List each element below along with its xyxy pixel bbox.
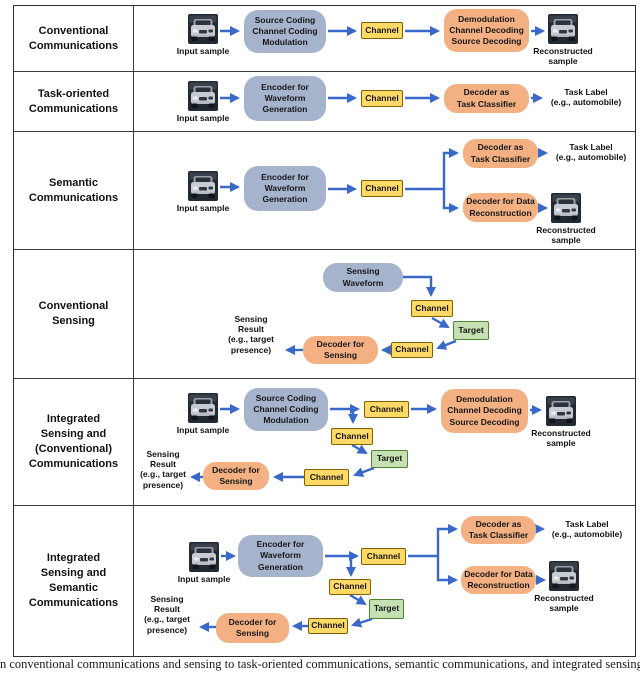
reconstructed-sample-label: Reconstructed sample [534,593,594,614]
row-title: Integrated Sensing and (Conventional) Co… [14,379,134,505]
channel-box: Channel [361,90,403,107]
sensing-result-text: Sensing Result (e.g., target presence) [140,449,186,490]
encoder-box: Encoder for Waveform Generation [238,535,323,577]
decoder-sensing-box: Decoder for Sensing [216,613,289,643]
target-box: Target [453,321,489,340]
input-sample-label: Input sample [176,46,230,56]
row-diagram: Sensing Waveform Channel Target Channel … [134,250,635,378]
row-title: Semantic Communications [14,132,134,249]
reconstructed-sample-label: Reconstructed sample [533,46,593,67]
decoder-task-classifier-box: Decoder as Task Classifier [463,139,538,168]
reconstructed-sample-label: Reconstructed sample [531,428,591,449]
demodulation-box: Demodulation Channel Decoding Source Dec… [441,389,528,433]
decoder-data-reconstruction-box: Decoder for Data Reconstruction [463,193,538,222]
sensing-result-text: Sensing Result (e.g., target presence) [144,594,190,635]
flow-arrows [284,275,457,356]
input-sample-label: Input sample [177,574,231,584]
channel-box: Channel [329,579,371,595]
reconstructed-sample-icon [546,396,576,426]
flow-arrows [220,147,549,214]
input-sample-label: Input sample [176,425,230,435]
channel-box: Channel [361,22,403,39]
figure-caption: n conventional communications and sensin… [0,657,640,671]
channel-box: Channel [364,401,409,418]
reconstructed-sample-icon [549,561,579,591]
row-title: Task-oriented Communications [14,72,134,131]
row-diagram: Input sample Source Coding Channel Codin… [134,379,635,505]
row-title: Integrated Sensing and Semantic Communic… [14,506,134,656]
decoder-sensing-box: Decoder for Sensing [203,462,269,490]
channel-box: Channel [361,548,406,565]
demodulation-box: Demodulation Channel Decoding Source Dec… [444,9,529,52]
encoder-box: Encoder for Waveform Generation [244,166,326,211]
row-task-oriented-communications: Task-oriented Communications Input sampl… [14,72,635,132]
reconstructed-sample-icon [551,193,581,223]
channel-box: Channel [411,300,453,317]
row-diagram: Input sample Encoder for Waveform Genera… [134,132,635,249]
encoder-box: Encoder for Waveform Generation [244,76,326,121]
decoder-task-classifier-box: Decoder as Task Classifier [444,84,529,113]
input-sample-icon [189,542,219,572]
channel-box: Channel [331,428,373,445]
reconstructed-sample-label: Reconstructed sample [536,225,596,246]
source-coding-box: Source Coding Channel Coding Modulation [244,388,328,431]
input-sample-icon [188,14,218,44]
source-coding-box: Source Coding Channel Coding Modulation [244,10,326,53]
channel-box: Channel [304,469,349,486]
row-integrated-sensing-conventional-communications: Integrated Sensing and (Conventional) Co… [14,379,635,506]
task-label-text: Task Label (e.g., automobile) [555,142,627,163]
flow-arrows [189,403,543,483]
decoder-data-reconstruction-box: Decoder for Data Reconstruction [461,566,536,594]
row-diagram: Input sample Encoder for Waveform Genera… [134,506,635,656]
input-sample-icon [188,393,218,423]
target-box: Target [369,599,404,619]
row-diagram: Input sample Source Coding Channel Codin… [134,6,635,71]
flow-arrows [220,25,546,37]
channel-box: Channel [308,618,348,634]
channel-box: Channel [391,342,433,358]
decoder-sensing-box: Decoder for Sensing [303,336,378,364]
sensing-waveform-box: Sensing Waveform [323,263,403,292]
input-sample-icon [188,171,218,201]
task-label-text: Task Label (e.g., automobile) [551,519,623,540]
task-label-text: Task Label (e.g., automobile) [550,87,622,108]
flow-arrows [220,92,544,104]
row-diagram: Input sample Encoder for Waveform Genera… [134,72,635,131]
row-title: Conventional Sensing [14,250,134,378]
input-sample-label: Input sample [176,203,230,213]
row-conventional-communications: Conventional Communications Input sample… [14,6,635,72]
sensing-result-text: Sensing Result (e.g., target presence) [228,314,274,355]
row-integrated-sensing-semantic-communications: Integrated Sensing and Semantic Communic… [14,506,635,656]
comparison-table: Conventional Communications Input sample… [13,5,636,657]
channel-box: Channel [361,180,403,197]
row-title: Conventional Communications [14,6,134,71]
input-sample-label: Input sample [176,113,230,123]
row-conventional-sensing: Conventional Sensing Sensing Waveform Ch… [14,250,635,379]
target-box: Target [371,450,408,468]
reconstructed-sample-icon [548,14,578,44]
flow-arrows [198,523,547,633]
decoder-task-classifier-box: Decoder as Task Classifier [461,516,536,544]
input-sample-icon [188,81,218,111]
row-semantic-communications: Semantic Communications Input sample Enc… [14,132,635,250]
